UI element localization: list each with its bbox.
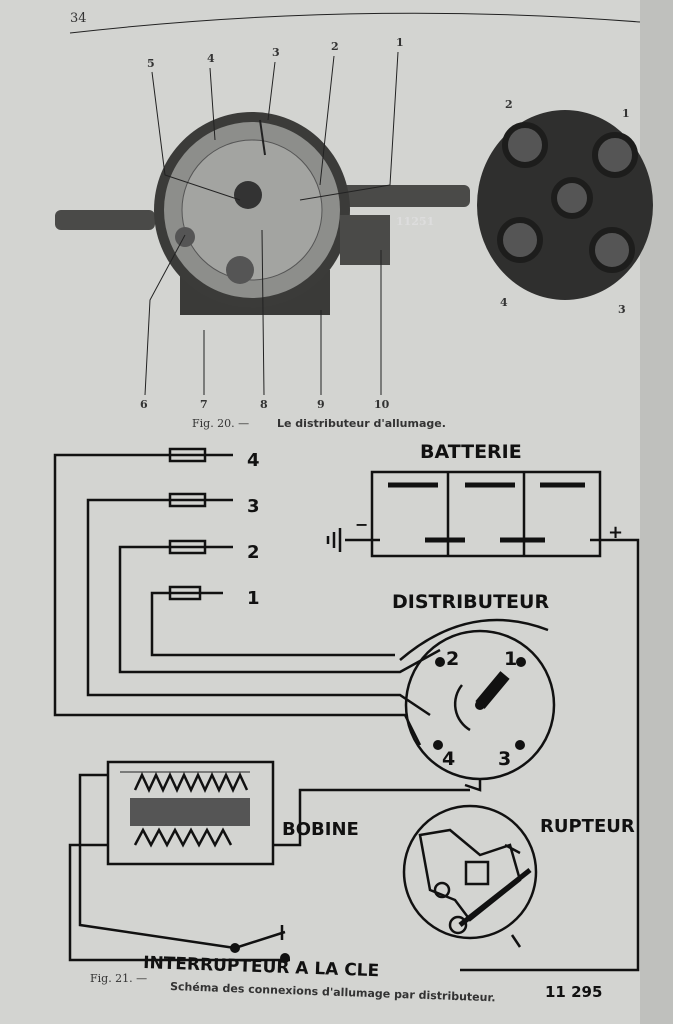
- plug-label-2: 2: [247, 542, 260, 563]
- callout-10: 10: [374, 398, 390, 411]
- callout-7: 7: [200, 398, 208, 411]
- coil-label: BOBINE: [282, 819, 359, 840]
- page-edge: [640, 0, 673, 1024]
- cap-label-2: 2: [505, 98, 513, 111]
- ignition-coil: [106, 760, 275, 866]
- callout-8: 8: [260, 398, 268, 411]
- callout-1: 1: [396, 36, 404, 49]
- callout-2: 2: [331, 40, 339, 53]
- cap-label-1: 1: [622, 107, 630, 120]
- distributor-cap-photo: [477, 110, 653, 300]
- plug-label-4: 4: [247, 450, 260, 471]
- header-rule: [69, 12, 641, 34]
- plug-label-1: 1: [247, 588, 260, 609]
- cap-label-4: 4: [500, 296, 508, 309]
- distributor-terminal-1: 1: [504, 648, 517, 670]
- battery-minus: −: [355, 515, 368, 534]
- distributor-photo: [55, 112, 470, 315]
- battery: [370, 470, 602, 558]
- cap-label-3: 3: [618, 303, 626, 316]
- fig20-caption: Le distributeur d'allumage.: [277, 417, 446, 430]
- callout-4: 4: [207, 52, 215, 65]
- fig20-caption-prefix: Fig. 20. —: [192, 417, 249, 430]
- battery-plus: +: [608, 522, 623, 543]
- battery-label: BATTERIE: [420, 441, 522, 463]
- plug-label-3: 3: [247, 496, 260, 517]
- callouts: 1 2 3 4 5 6 7 8 9 10: [140, 36, 404, 411]
- distributor-terminal-3: 3: [498, 748, 511, 770]
- part-number: 11251: [396, 215, 434, 228]
- distributor-terminal-2: 2: [446, 648, 459, 670]
- spark-plug-icons: [165, 447, 233, 601]
- page-number: 34: [70, 11, 87, 26]
- distributor-label: DISTRIBUTEUR: [392, 591, 549, 613]
- callout-5: 5: [147, 57, 155, 70]
- distributor-terminal-4: 4: [442, 748, 455, 770]
- callout-6: 6: [140, 398, 148, 411]
- callout-3: 3: [272, 46, 280, 59]
- callout-9: 9: [317, 398, 325, 411]
- breaker-label: RUPTEUR: [540, 816, 635, 837]
- fig21-caption-prefix: Fig. 21. —: [90, 972, 147, 985]
- drawing-number: 11 295: [545, 983, 602, 1001]
